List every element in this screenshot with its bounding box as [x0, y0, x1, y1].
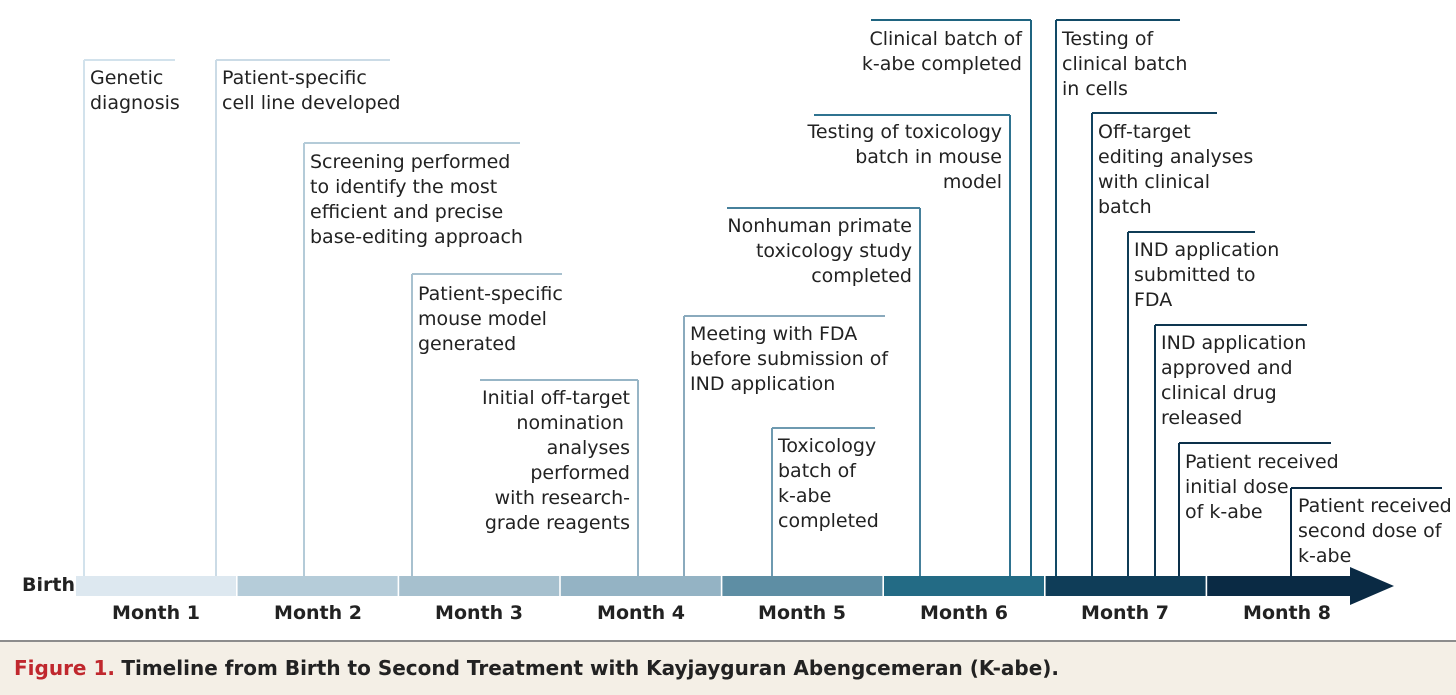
month-5-label: Month 5: [758, 602, 846, 624]
timeline-segment-month-2: [237, 576, 398, 596]
event-connector-second-dose: [1290, 487, 1442, 576]
event-label-cell-line: Patient-specific cell line developed: [222, 67, 401, 114]
figure-caption: Figure 1. Timeline from Birth to Second …: [14, 656, 1059, 680]
event-label-mouse-tox-testing: Testing of toxicology batch in mouse mod…: [807, 121, 1002, 193]
event-connector-initial-dose: [1178, 442, 1331, 576]
event-connector-clinical-batch: [871, 19, 1032, 576]
timeline-arrow-head: [1350, 567, 1394, 605]
event-label-fda-meeting: Meeting with FDA before submission of IN…: [690, 323, 889, 395]
event-connector-mouse-tox-testing: [814, 114, 1011, 576]
event-connector-off-target-nomination: [480, 379, 639, 576]
event-connector-screening: [303, 142, 520, 576]
event-connector-off-target-clinical: [1091, 112, 1217, 576]
timeline-segment-month-5: [722, 576, 883, 596]
month-7-label: Month 7: [1081, 602, 1169, 624]
event-label-initial-dose: Patient received initial dose of k-abe: [1185, 451, 1339, 523]
figure-caption-bar: Figure 1. Timeline from Birth to Second …: [0, 640, 1456, 695]
timeline-segment-month-4: [560, 576, 721, 596]
event-connector-genetic-diagnosis: [83, 59, 175, 576]
event-connector-mouse-model: [411, 273, 562, 576]
timeline-graphic: [76, 19, 1442, 605]
event-label-clinical-batch-testing: Testing of clinical batch in cells: [1062, 28, 1188, 100]
event-label-genetic-diagnosis: Genetic diagnosis: [90, 67, 180, 114]
event-connector-clinical-batch-testing: [1055, 19, 1180, 576]
event-label-clinical-batch: Clinical batch of k-abe completed: [861, 28, 1022, 75]
figure-number: Figure 1.: [14, 656, 115, 680]
event-connector-ind-approved: [1154, 324, 1307, 576]
timeline-segment-month-6: [884, 576, 1044, 596]
figure-title: Timeline from Birth to Second Treatment …: [121, 656, 1060, 680]
birth-label: Birth: [22, 574, 75, 596]
month-4-label: Month 4: [597, 602, 685, 624]
timeline-segment-month-8: [1207, 576, 1354, 596]
month-8-label: Month 8: [1243, 602, 1331, 624]
timeline-segment-month-3: [399, 576, 560, 596]
event-label-mouse-model: Patient-specific mouse model generated: [418, 283, 563, 355]
event-connector-toxicology-batch: [771, 427, 875, 576]
timeline-segment-month-1: [76, 576, 236, 596]
month-1-label: Month 1: [112, 602, 200, 624]
timeline-figure: Birth Month 1 Month 2 Month 3 Month 4 Mo…: [22, 19, 1452, 624]
event-label-ind-approved: IND application approved and clinical dr…: [1161, 332, 1307, 429]
event-connector-cell-line: [215, 59, 390, 576]
event-label-screening: Screening performed to identify the most…: [310, 151, 523, 248]
event-label-primate-study: Nonhuman primate toxicology study comple…: [727, 215, 912, 287]
month-2-label: Month 2: [274, 602, 362, 624]
event-connector-fda-meeting: [683, 315, 885, 576]
event-connector-ind-submitted: [1127, 231, 1255, 576]
event-label-off-target-nomination: Initial off-target nomination analyses p…: [482, 387, 630, 534]
event-label-toxicology-batch: Toxicology batch of k-abe completed: [778, 435, 879, 532]
event-label-second-dose: Patient received second dose of k-abe: [1298, 495, 1452, 567]
event-label-ind-submitted: IND application submitted to FDA: [1134, 239, 1280, 311]
event-label-off-target-clinical: Off-target editing analyses with clinica…: [1098, 121, 1254, 218]
event-connector-primate-study: [727, 207, 921, 576]
month-6-label: Month 6: [920, 602, 1008, 624]
month-3-label: Month 3: [435, 602, 523, 624]
timeline-segment-month-7: [1045, 576, 1206, 596]
